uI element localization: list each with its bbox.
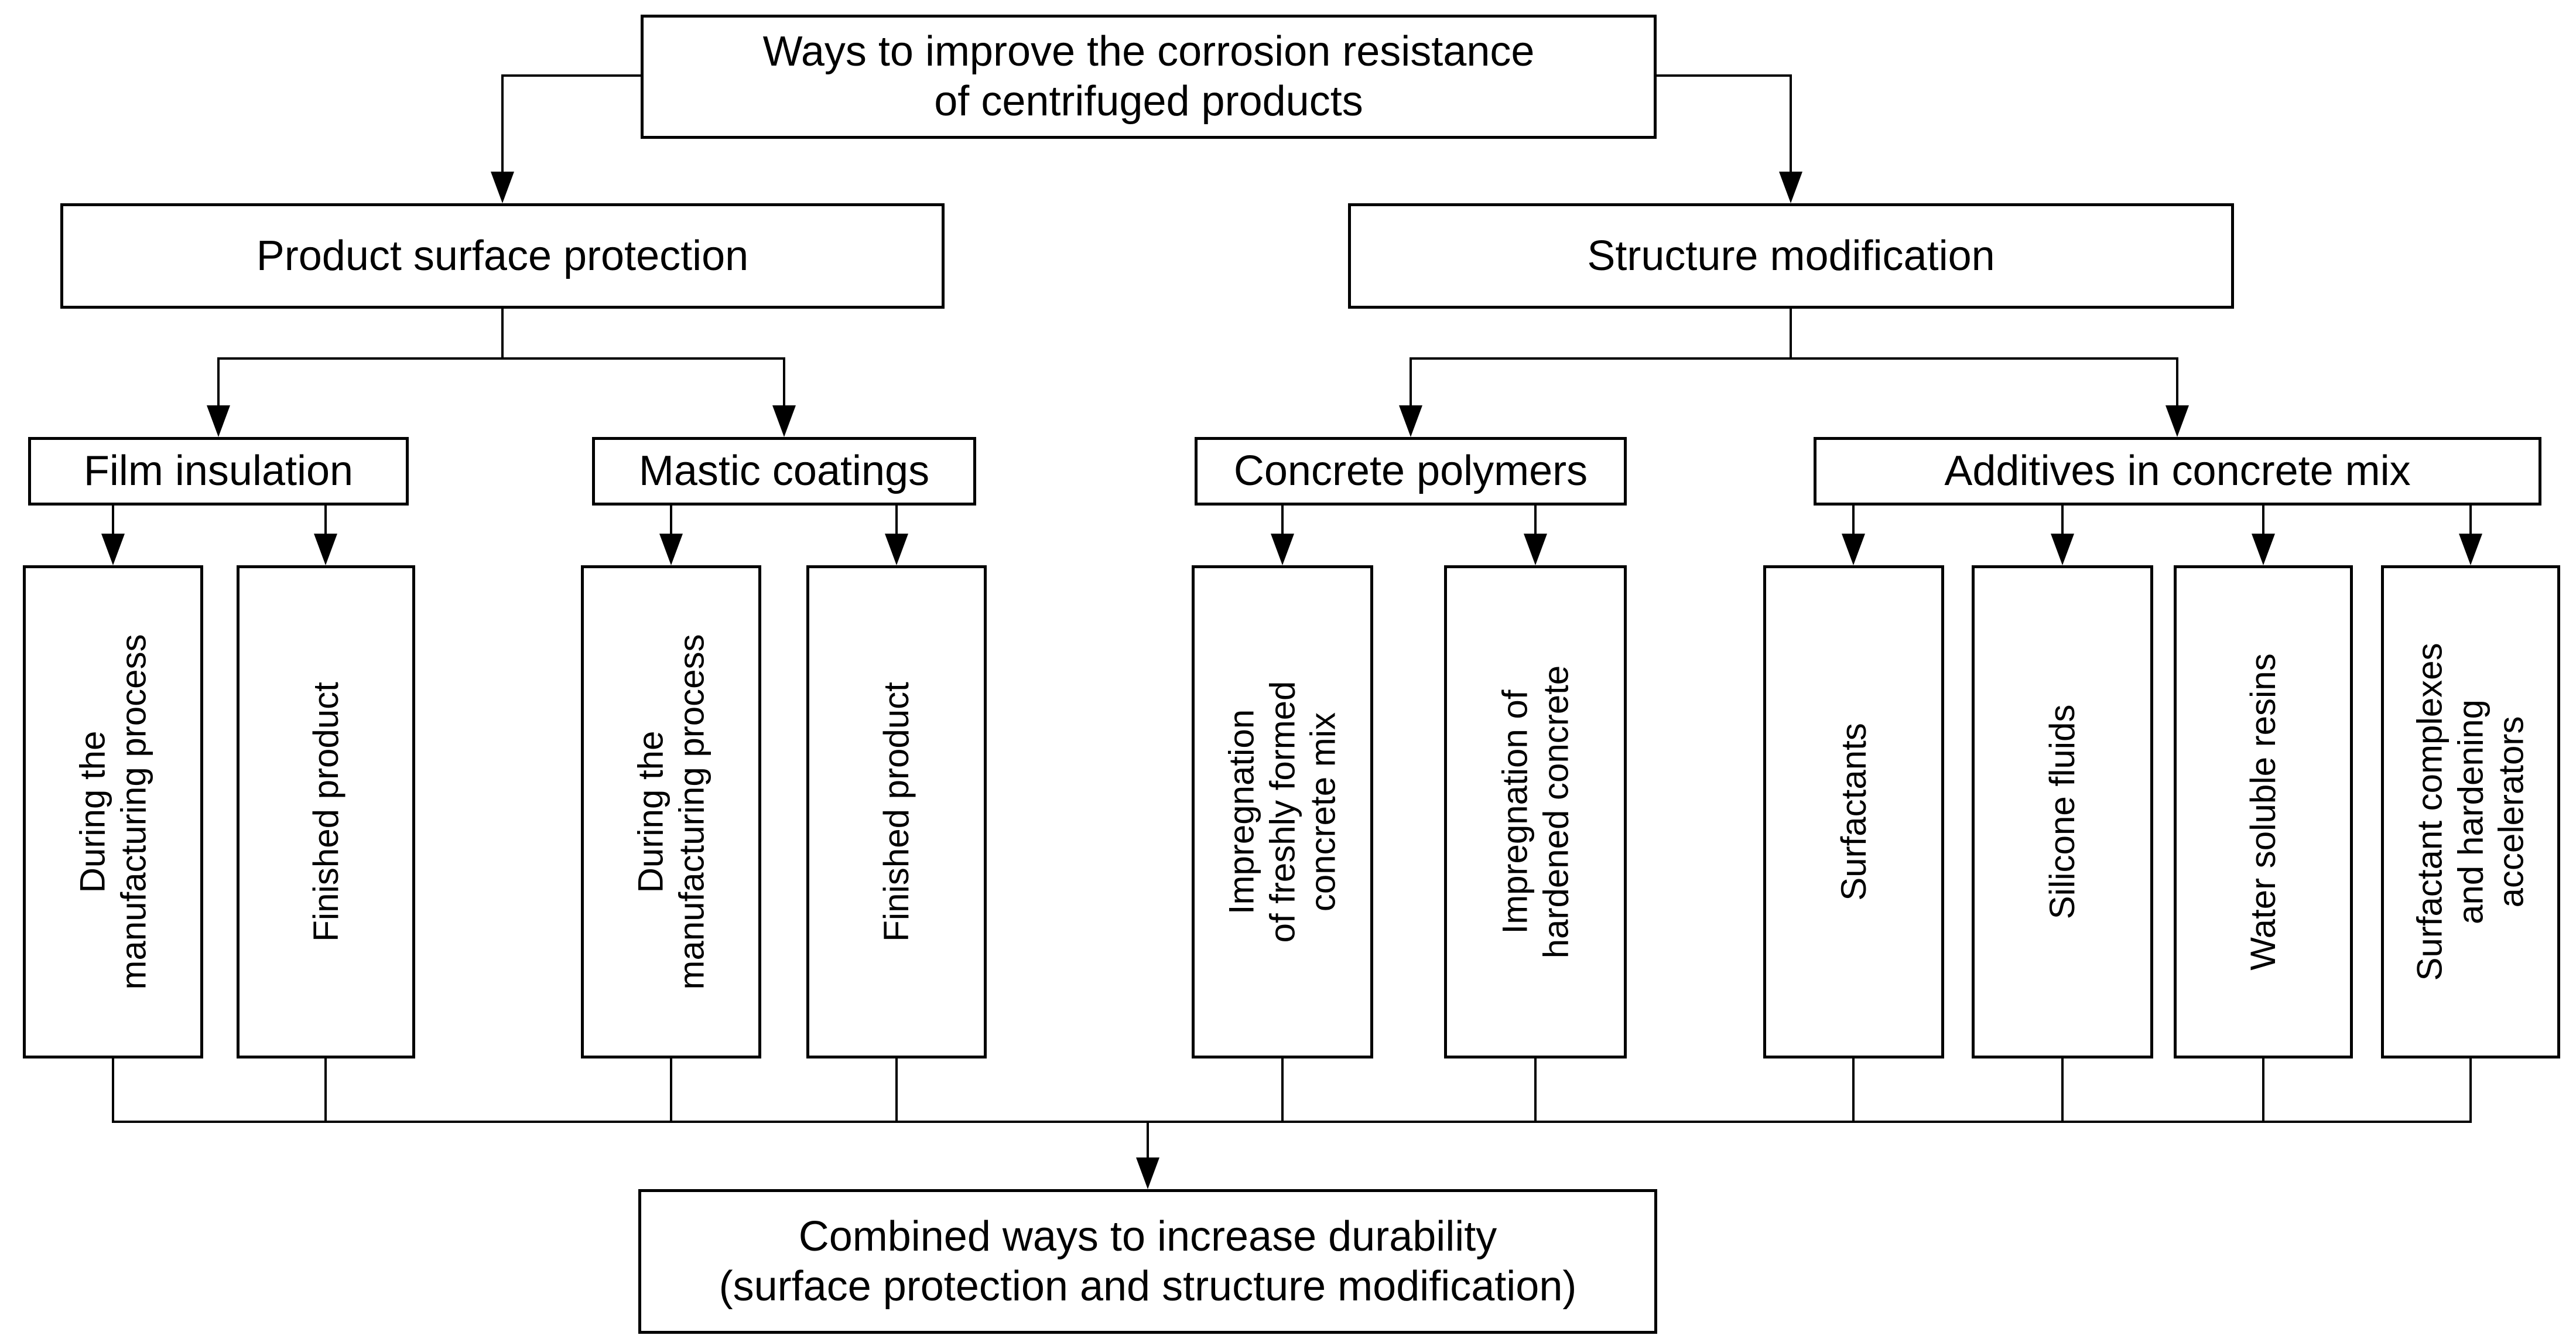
node-concrete-polymers-label: Concrete polymers xyxy=(1233,448,1588,495)
node-root: Ways to improve the corrosion resistance… xyxy=(641,15,1657,139)
node-during-manufacturing-process-2: During the manufacturing process xyxy=(581,565,761,1058)
node-product-surface-protection-label: Product surface protection xyxy=(256,232,749,279)
connector-sm-drop-2 xyxy=(2176,357,2178,407)
node-silicone-fluids: Silicone fluids xyxy=(1972,565,2153,1058)
node-product-surface-protection: Product surface protection xyxy=(60,203,945,309)
node-water-soluble-resins: Water soluble resins xyxy=(2174,565,2353,1058)
connector-collector-stem xyxy=(2061,1058,2064,1123)
connector-collector-line xyxy=(112,1121,2472,1123)
connector-sm-drop-1 xyxy=(1410,357,1412,407)
connector-leaf-drop xyxy=(2469,506,2472,538)
connector-collector-stem xyxy=(324,1058,327,1123)
connector-collector-stem xyxy=(670,1058,672,1123)
connector-combined-drop xyxy=(1147,1121,1149,1160)
node-surfactant-complexes-label: Surfactant complexes and hardening accel… xyxy=(2410,643,2531,981)
arrowhead-down-icon xyxy=(2252,534,2275,565)
connector-leaf-drop xyxy=(1281,506,1284,538)
connector-leaf-drop xyxy=(324,506,327,538)
arrowhead-down-icon xyxy=(1524,534,1547,565)
node-water-soluble-resins-label: Water soluble resins xyxy=(2243,653,2283,971)
connector-leaf-drop xyxy=(1534,506,1537,538)
connector-psp-stem xyxy=(501,309,504,360)
node-structure-modification: Structure modification xyxy=(1348,203,2234,309)
node-impregnation-freshly-formed-label: Impregnation of freshly formed concrete … xyxy=(1222,681,1343,943)
node-surfactant-complexes: Surfactant complexes and hardening accel… xyxy=(2381,565,2560,1058)
arrowhead-down-icon xyxy=(1399,405,1422,437)
arrowhead-down-icon xyxy=(314,534,337,565)
connector-psp-drop-1 xyxy=(217,357,220,407)
connector-collector-stem xyxy=(1281,1058,1284,1123)
node-finished-product-2-label: Finished product xyxy=(877,682,916,942)
connector-leaf-drop xyxy=(1852,506,1855,538)
arrowhead-down-icon xyxy=(772,405,796,437)
arrowhead-down-icon xyxy=(2051,534,2074,565)
arrowhead-down-icon xyxy=(1779,172,1802,203)
arrowhead-down-icon xyxy=(2459,534,2482,565)
node-mastic-coatings-label: Mastic coatings xyxy=(638,448,930,495)
node-finished-product-1: Finished product xyxy=(237,565,415,1058)
arrowhead-down-icon xyxy=(207,405,230,437)
connector-root-left-drop xyxy=(501,74,504,173)
node-root-label: Ways to improve the corrosion resistance… xyxy=(762,28,1535,125)
connector-collector-stem xyxy=(895,1058,898,1123)
node-finished-product-2: Finished product xyxy=(806,565,987,1058)
node-additives-in-concrete-mix-label: Additives in concrete mix xyxy=(1944,448,2411,495)
connector-leaf-drop xyxy=(2061,506,2064,538)
node-impregnation-hardened-label: Impregnation of hardened concrete xyxy=(1495,665,1575,959)
connector-collector-stem xyxy=(1852,1058,1855,1123)
node-during-manufacturing-process-2-label: During the manufacturing process xyxy=(631,634,711,990)
connector-leaf-drop xyxy=(112,506,114,538)
node-combined-ways: Combined ways to increase durability (su… xyxy=(638,1189,1657,1334)
connector-root-left xyxy=(501,74,641,77)
node-silicone-fluids-label: Silicone fluids xyxy=(2043,704,2082,920)
node-impregnation-freshly-formed: Impregnation of freshly formed concrete … xyxy=(1192,565,1373,1058)
node-finished-product-1-label: Finished product xyxy=(306,682,345,942)
node-structure-modification-label: Structure modification xyxy=(1587,232,1995,279)
connector-leaf-drop xyxy=(2262,506,2264,538)
node-surfactants: Surfactants xyxy=(1763,565,1944,1058)
connector-sm-stem xyxy=(1790,309,1792,360)
node-during-manufacturing-process-1-label: During the manufacturing process xyxy=(73,634,153,990)
node-film-insulation-label: Film insulation xyxy=(83,448,354,495)
connector-psp-drop-2 xyxy=(783,357,785,407)
connector-collector-stem xyxy=(2262,1058,2264,1123)
connector-psp-branch xyxy=(217,357,785,360)
node-film-insulation: Film insulation xyxy=(28,437,409,506)
node-during-manufacturing-process-1: During the manufacturing process xyxy=(23,565,203,1058)
connector-root-right-drop xyxy=(1790,74,1792,173)
connector-leaf-drop xyxy=(670,506,672,538)
node-mastic-coatings: Mastic coatings xyxy=(592,437,976,506)
node-impregnation-hardened: Impregnation of hardened concrete xyxy=(1444,565,1627,1058)
connector-collector-stem xyxy=(1534,1058,1537,1123)
arrowhead-down-icon xyxy=(1271,534,1294,565)
node-combined-ways-label: Combined ways to increase durability (su… xyxy=(719,1213,1577,1310)
connector-collector-stem xyxy=(2469,1058,2472,1123)
connector-root-right xyxy=(1657,74,1792,77)
arrowhead-down-icon xyxy=(1842,534,1865,565)
arrowhead-down-icon xyxy=(1136,1157,1159,1189)
arrowhead-down-icon xyxy=(2166,405,2189,437)
connector-collector-stem xyxy=(112,1058,114,1123)
arrowhead-down-icon xyxy=(885,534,908,565)
arrowhead-down-icon xyxy=(491,172,514,203)
node-concrete-polymers: Concrete polymers xyxy=(1195,437,1627,506)
node-surfactants-label: Surfactants xyxy=(1833,723,1873,901)
node-additives-in-concrete-mix: Additives in concrete mix xyxy=(1814,437,2541,506)
arrowhead-down-icon xyxy=(101,534,125,565)
connector-leaf-drop xyxy=(895,506,898,538)
connector-sm-branch xyxy=(1410,357,2178,360)
arrowhead-down-icon xyxy=(659,534,683,565)
